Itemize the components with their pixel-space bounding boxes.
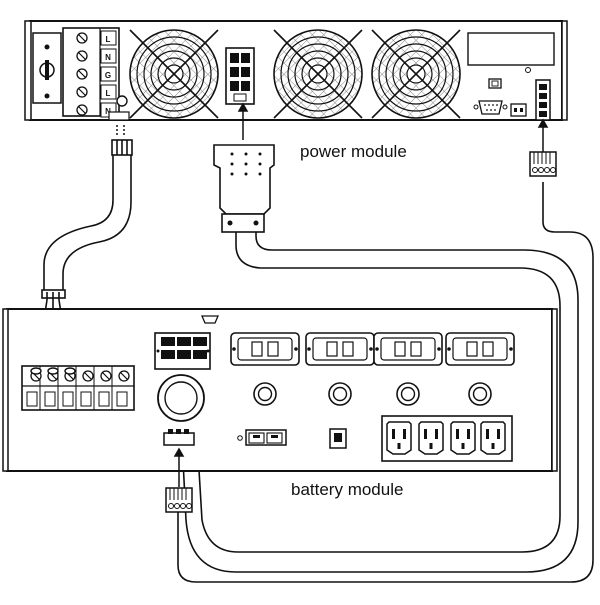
epo-port-icon	[510, 103, 527, 117]
c19-outlet-1	[230, 332, 300, 366]
power-connection-arrows	[116, 102, 549, 152]
breaker-4-icon	[468, 382, 492, 406]
output-terminal-block	[21, 365, 135, 411]
fan-middle-icon	[273, 29, 363, 119]
ground-screw-icon	[116, 95, 128, 107]
terminal-label-g: G	[105, 71, 111, 80]
breaker-3-icon	[396, 382, 420, 406]
terminal-label-l1: L	[106, 35, 111, 44]
fan-left-icon	[129, 29, 219, 119]
c13-outlet-1	[386, 421, 412, 455]
battery-switch	[329, 428, 347, 449]
fan-right-icon	[371, 29, 461, 119]
c13-outlet-3	[450, 421, 476, 455]
terminal-label-l2: L	[106, 89, 111, 98]
c13-outlet-2	[418, 421, 444, 455]
terminal-label-n1: N	[105, 53, 111, 62]
battery-signal-arrow	[173, 447, 185, 487]
c19-outlet-4	[445, 332, 515, 366]
battery-signal-connector	[163, 429, 195, 446]
battery-output-socket	[154, 332, 211, 370]
c13-outlet-4	[480, 421, 506, 455]
c19-outlet-3	[373, 332, 443, 366]
power-module-unit: L N G L N	[24, 20, 568, 121]
battery-module-unit	[2, 308, 558, 472]
network-surge-ports	[237, 429, 287, 446]
power-module-label: power module	[300, 142, 407, 161]
c13-outlet-group	[381, 415, 513, 462]
serial-port-icon	[478, 100, 503, 115]
input-switch	[32, 32, 62, 104]
wire-terminal-tips	[30, 367, 76, 375]
breaker-2-icon	[328, 382, 352, 406]
breaker-1-icon	[253, 382, 277, 406]
communication-panel	[467, 32, 555, 121]
power-battery-connector-socket	[225, 47, 255, 105]
c19-outlet-2	[305, 332, 375, 366]
battery-module-label: battery module	[291, 480, 403, 499]
terminal-label-n2: N	[105, 107, 111, 116]
input-terminal-block: L N G L N	[62, 27, 130, 121]
battery-plug-connector	[213, 144, 275, 215]
signal-cable	[165, 151, 594, 583]
